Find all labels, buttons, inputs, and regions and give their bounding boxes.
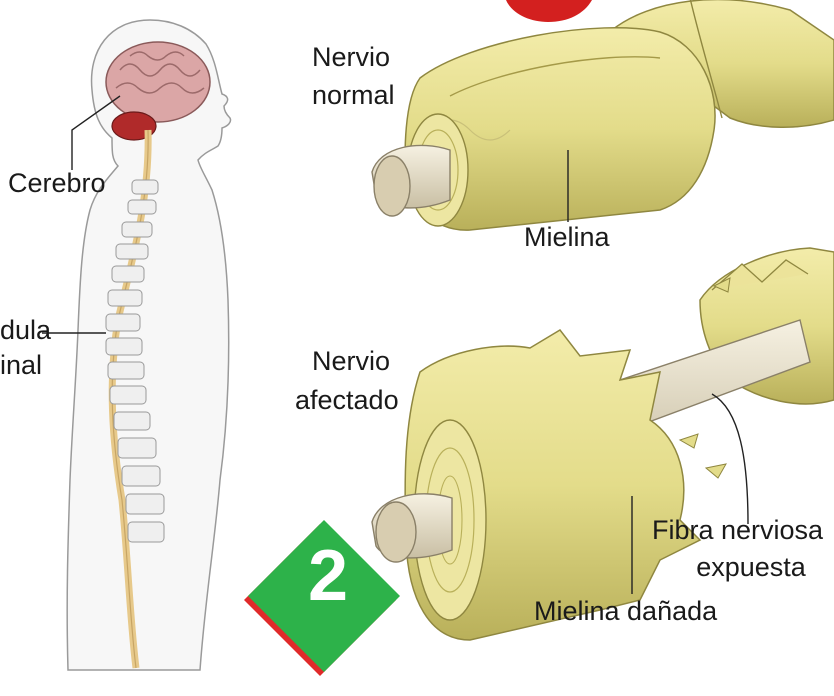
label-mielina: Mielina (524, 222, 610, 253)
label-nervio-normal-2: normal (312, 80, 395, 111)
label-nervio-afectado-1: Nervio (312, 346, 390, 377)
badge-number: 2 (296, 536, 360, 616)
normal-nerve (372, 0, 834, 230)
label-medula-2: inal (0, 350, 42, 381)
label-nervio-normal-1: Nervio (312, 42, 390, 73)
label-cerebro: Cerebro (8, 168, 106, 199)
label-medula-1: dula (0, 315, 51, 346)
label-fibra-1: Fibra nerviosa (652, 515, 823, 546)
label-fibra-2: expuesta (676, 552, 826, 583)
label-nervio-afectado-2: afectado (295, 385, 399, 416)
label-mielina-danada: Mielina dañada (534, 596, 717, 627)
red-circle-mark (506, 0, 592, 22)
fibra-leader (712, 394, 748, 524)
